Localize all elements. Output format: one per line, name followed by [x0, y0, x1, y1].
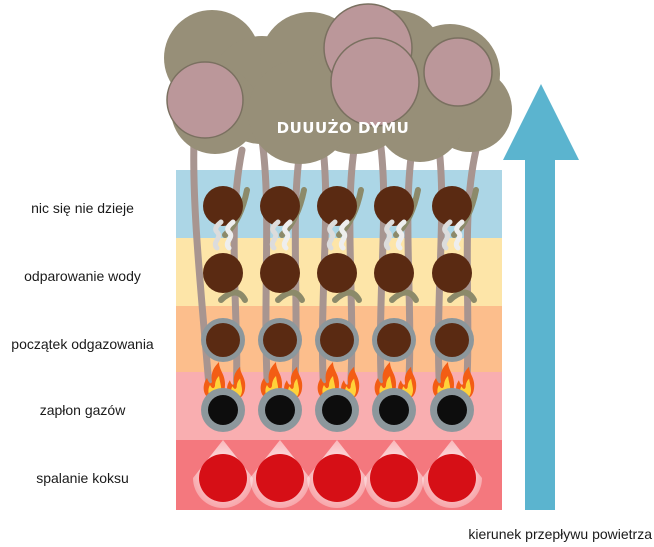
fuel-particle-degassing [320, 323, 354, 357]
fuel-particle-drying [317, 253, 357, 293]
smoke-puff [331, 38, 419, 126]
char-particle [379, 395, 409, 425]
fuel-particle-drying [374, 253, 414, 293]
fuel-particle-degassing [377, 323, 411, 357]
airflow-label: kierunek przepływu powietrza [432, 526, 652, 542]
coke-particle [313, 454, 361, 502]
smoke-label: DUUUŻO DYMU [268, 119, 418, 137]
zone-label-4: zapłon gazów [0, 402, 165, 418]
coke-particle [428, 454, 476, 502]
airflow-arrow [503, 84, 579, 510]
zone-label-3: początek odgazowania [0, 336, 165, 352]
smoke-puff [167, 62, 243, 138]
smoke-puff [424, 38, 492, 106]
coke-particle [370, 454, 418, 502]
airflow-arrow-head [503, 84, 579, 160]
char-particle [322, 395, 352, 425]
fuel-particle-raw [260, 186, 300, 226]
zone-label-1: nic się nie dzieje [0, 200, 165, 216]
airflow-arrow-shaft [525, 160, 555, 510]
fuel-particle-raw [317, 186, 357, 226]
fuel-particle-degassing [435, 323, 469, 357]
char-particle [208, 395, 238, 425]
char-particle [437, 395, 467, 425]
fuel-particle-raw [432, 186, 472, 226]
fuel-particle-drying [260, 253, 300, 293]
zone-label-5: spalanie koksu [0, 470, 165, 486]
fuel-particle-degassing [263, 323, 297, 357]
zone-label-2: odparowanie wody [0, 268, 165, 284]
fuel-particle-raw [374, 186, 414, 226]
char-particle [265, 395, 295, 425]
fuel-particle-degassing [206, 323, 240, 357]
coke-particle [256, 454, 304, 502]
fuel-particle-raw [203, 186, 243, 226]
smoke-cloud [164, 4, 512, 164]
fuel-particle-drying [203, 253, 243, 293]
fuel-particle-drying [432, 253, 472, 293]
coke-particle [199, 454, 247, 502]
